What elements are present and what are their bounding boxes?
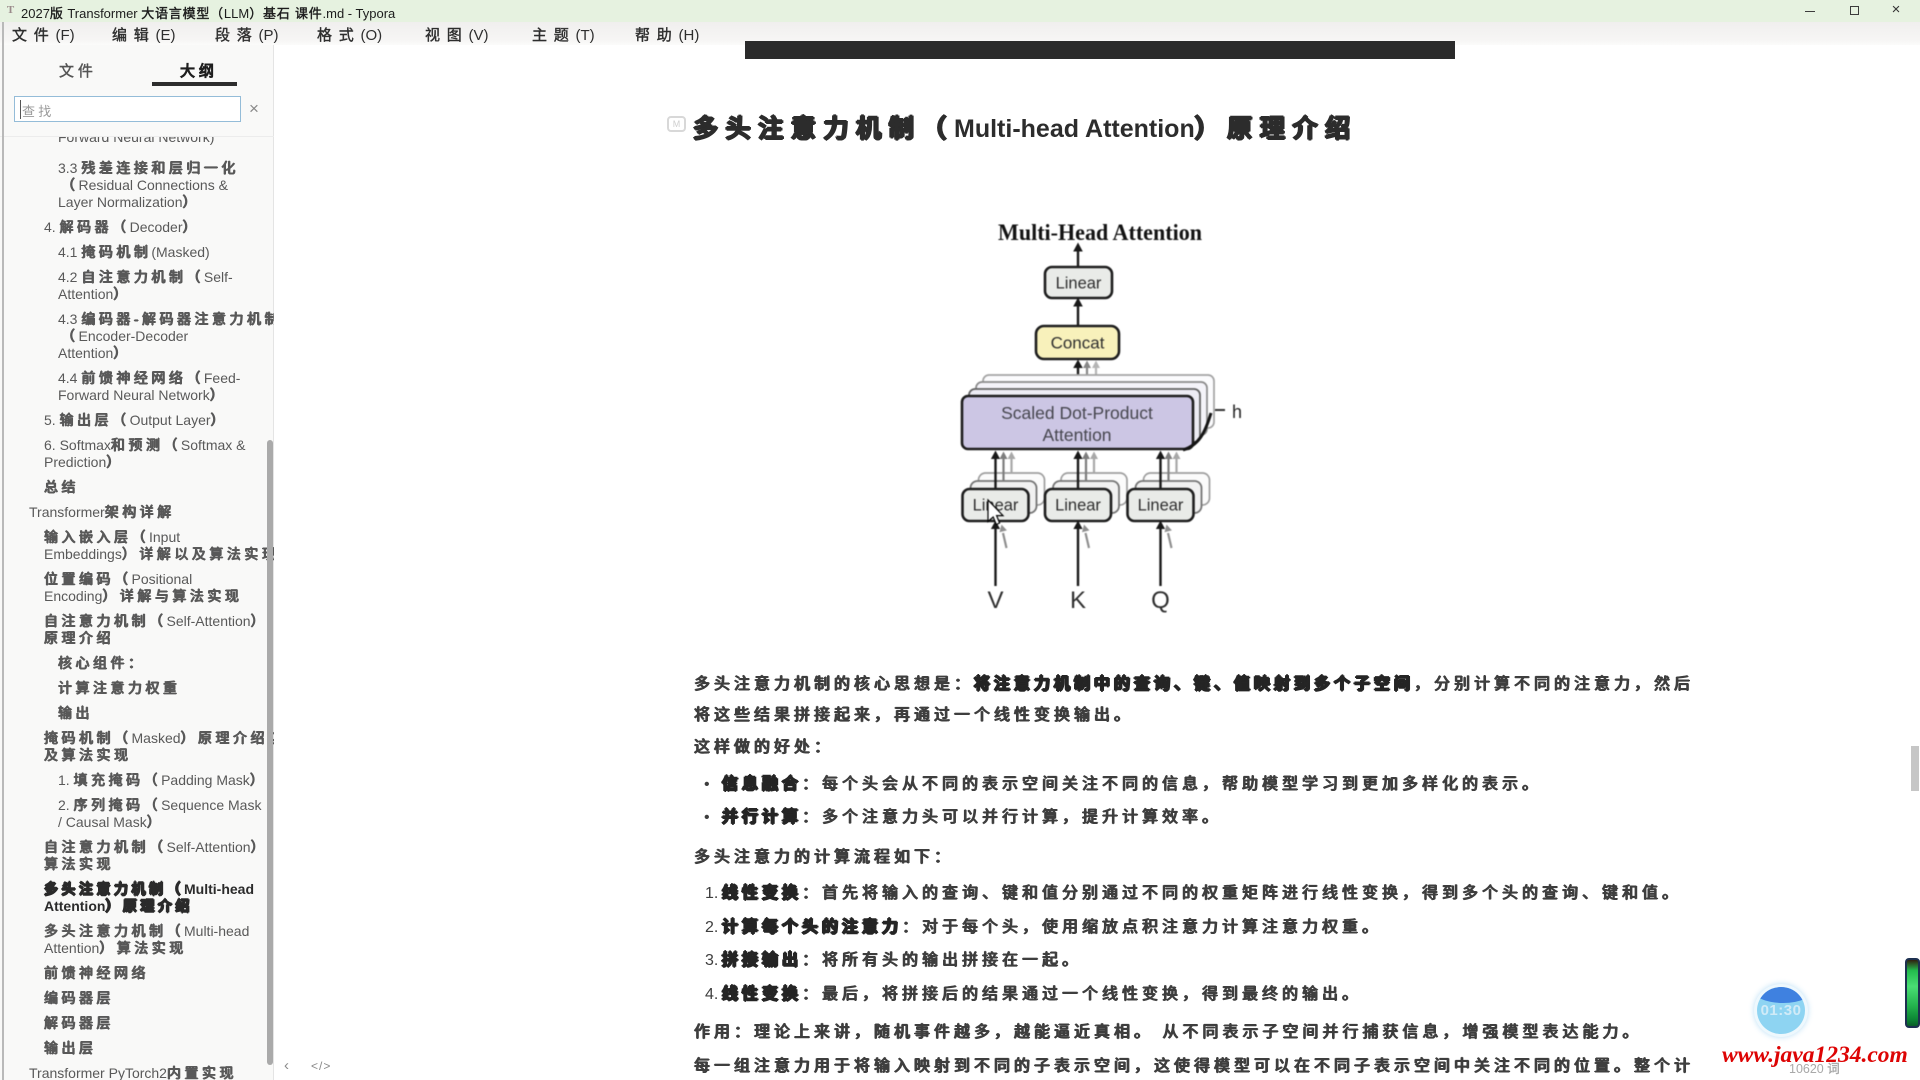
svg-text:Linear: Linear (1056, 275, 1102, 293)
svg-text:Attention: Attention (1042, 425, 1111, 445)
svg-text:Multi-Head Attention: Multi-Head Attention (998, 220, 1202, 245)
svg-text:Q: Q (1151, 587, 1170, 614)
svg-text:Linear: Linear (1055, 497, 1101, 515)
svg-text:K: K (1070, 587, 1086, 614)
svg-text:Concat: Concat (1051, 334, 1105, 353)
svg-text:Linear: Linear (973, 497, 1019, 515)
svg-text:Linear: Linear (1138, 497, 1184, 515)
svg-text:V: V (987, 587, 1003, 614)
svg-text:h: h (1232, 402, 1242, 422)
svg-text:Scaled Dot-Product: Scaled Dot-Product (1001, 403, 1153, 423)
